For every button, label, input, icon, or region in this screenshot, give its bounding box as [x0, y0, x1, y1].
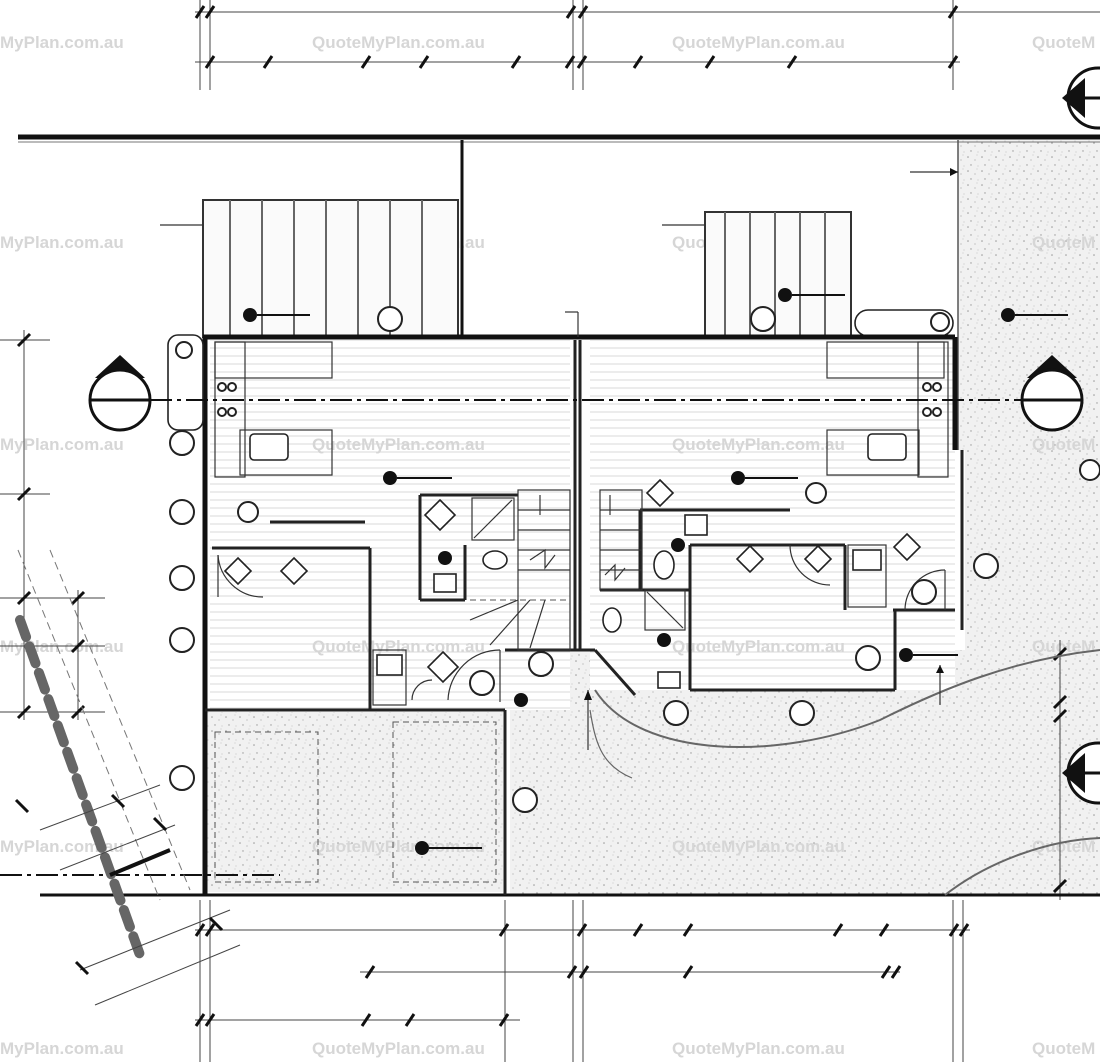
- watermark-text: QuoteMyPlan.com.au: [672, 837, 845, 856]
- section-axis: [0, 399, 1025, 876]
- external-walls: [202, 334, 964, 895]
- downlight-icon: [169, 765, 195, 791]
- watermark-text: QuoteMyPlan.com.au: [672, 1039, 845, 1058]
- rear-deck-right: [662, 211, 954, 338]
- light-fitting-icon: [415, 841, 482, 855]
- light-fitting-icon: [778, 288, 845, 302]
- stove-icon: [217, 382, 237, 417]
- downlight-icon: [469, 670, 495, 696]
- toilet-icon: [653, 550, 675, 580]
- downlights: [169, 306, 1100, 813]
- downlight-icon: [169, 627, 195, 653]
- downlight-icon: [750, 306, 776, 332]
- smoke-detector-icon: [438, 551, 452, 565]
- diamond-fixtures: [223, 478, 922, 586]
- light-fitting-icon: [514, 693, 528, 707]
- door-swings: [217, 544, 946, 702]
- watermark-text: QuoteMyPlan.com.au: [672, 33, 845, 52]
- watermark-text: QuoteMyPlan.com.au: [672, 637, 845, 656]
- watermark-text: MyPlan.com.au: [0, 1039, 124, 1058]
- light-fitting-icon: [383, 471, 452, 485]
- bathroom-left: [372, 497, 515, 706]
- right-dimensions: [1052, 640, 1068, 900]
- sink-icon: [249, 433, 289, 461]
- downlight-icon: [789, 700, 815, 726]
- downlight-icon: [805, 482, 827, 504]
- downlight-icon: [237, 501, 259, 523]
- light-fitting-icon: [899, 648, 958, 662]
- downlight-icon: [169, 565, 195, 591]
- downlight-icon: [855, 645, 881, 671]
- watermark-text: MyPlan.com.au: [0, 233, 124, 252]
- paving-areas: [205, 140, 1100, 895]
- watermark-text: QuoteM: [1032, 33, 1095, 52]
- section-marker-icon: [88, 355, 152, 432]
- stair-right: [599, 489, 643, 591]
- watermark-text: QuoteMyPlan.com.au: [312, 1039, 485, 1058]
- watermark-text: MyPlan.com.au: [0, 837, 124, 856]
- kitchen-left: [167, 334, 333, 478]
- watermark-text: QuoteM: [1032, 637, 1095, 656]
- watermark-text: QuoteM: [1032, 435, 1095, 454]
- watermark-text: QuoteM: [1032, 1039, 1095, 1058]
- light-fitting-icon: [1001, 308, 1068, 322]
- watermark-text: QuoteMyPlan.com.au: [312, 837, 485, 856]
- downlight-icon: [911, 579, 937, 605]
- watermark-text: QuoteMyPlan.com.au: [312, 33, 485, 52]
- watermark-text: MyPlan.com.au: [0, 435, 124, 454]
- light-fittings: [243, 288, 1068, 855]
- watermark-text: QuoteMyPlan.com.au: [672, 435, 845, 454]
- rear-deck-left: [160, 199, 459, 338]
- kitchen-right: [826, 341, 949, 478]
- top-dimensions: [194, 0, 1100, 90]
- watermark-text: QuoteMyPlan.com.au: [312, 435, 485, 454]
- watermark-text: MyPlan.com.au: [0, 33, 124, 52]
- arrows: [565, 168, 958, 750]
- smoke-detector-icon: [671, 538, 685, 552]
- angled-boundary: [14, 549, 241, 1006]
- downlight-icon: [1079, 459, 1100, 481]
- toilet-icon: [482, 550, 508, 570]
- garage-outline: [214, 721, 497, 883]
- light-fitting-icon: [731, 471, 798, 485]
- bottom-dimensions: [194, 900, 970, 1062]
- downlight-icon: [973, 553, 999, 579]
- downlight-icon: [169, 499, 195, 525]
- bathroom-right: [602, 514, 887, 689]
- section-marker-icon: [1062, 741, 1100, 805]
- watermark-text: QuoteMyPlan.com.au: [312, 637, 485, 656]
- stair-left: [469, 489, 571, 651]
- driveway-curves: [589, 649, 1100, 896]
- stove-icon: [922, 382, 942, 417]
- downlight-icon: [663, 700, 689, 726]
- toilet-icon: [602, 607, 622, 633]
- watermark-text: QuoteM: [1032, 837, 1095, 856]
- boundary-fence: [18, 134, 1100, 897]
- section-marker-icon: [1020, 355, 1084, 432]
- downlight-icon: [169, 430, 195, 456]
- downlight-icon: [512, 787, 538, 813]
- left-dimensions: [0, 330, 105, 720]
- watermark-text: QuoteM: [1032, 233, 1095, 252]
- sink-icon: [867, 433, 907, 461]
- downlight-icon: [528, 651, 554, 677]
- light-fitting-icon: [243, 308, 310, 322]
- section-marker-icon: [1062, 66, 1100, 130]
- downlight-icon: [377, 306, 403, 332]
